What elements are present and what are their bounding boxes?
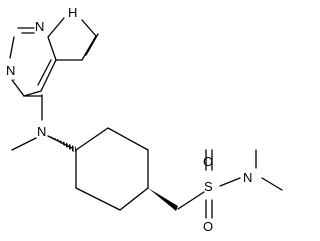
sulfonamide-bonds [177,149,283,219]
atom-h: H [68,5,77,20]
pyrrole-ring [47,17,99,61]
atom-n1: N [35,19,44,34]
wedge-bond [148,188,178,211]
hashed-wedge-bond [50,136,76,153]
atom-n3: N [6,63,15,78]
chemical-structure: N N H N S O O N [6,5,283,234]
atom-o-bottom: O [203,219,213,234]
atom-sulfonamide-n: N [243,170,252,185]
structure-canvas: N N H N S O O N [6,5,283,234]
atom-amine-n: N [37,124,46,139]
pyrimidine-ring [9,27,57,97]
cyclohexane-ring [75,127,149,211]
atom-s: S [204,179,213,194]
atom-o-top: O [203,154,213,169]
